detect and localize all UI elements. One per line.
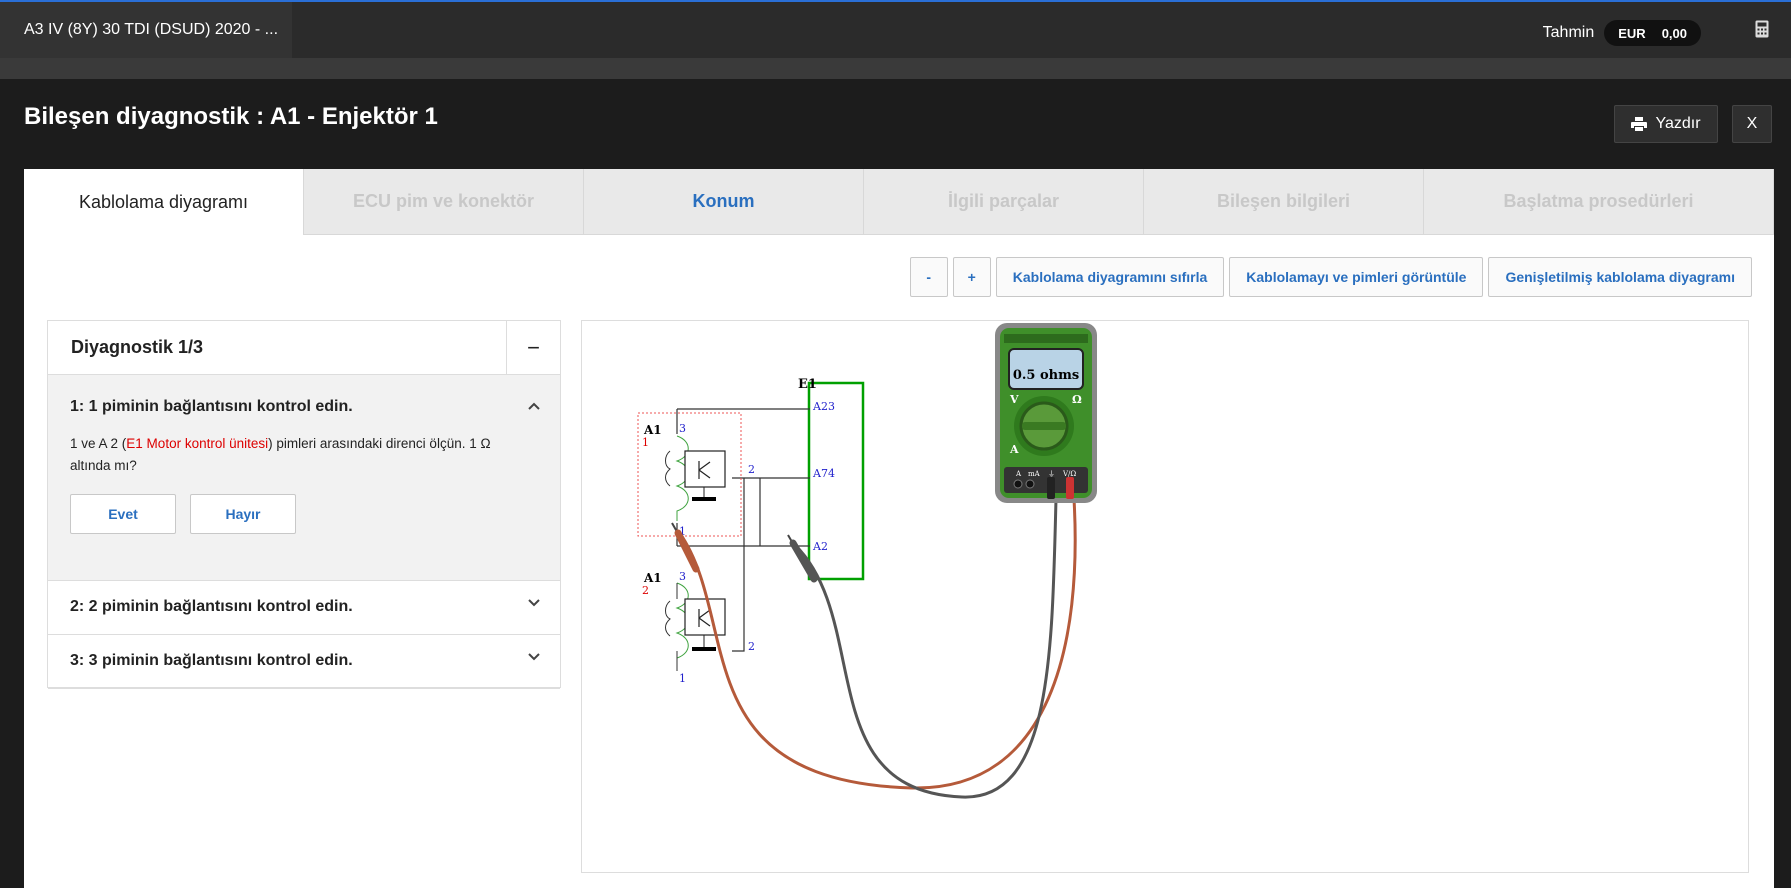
estimate-widget[interactable]: Tahmin EUR 0,00	[1543, 20, 1701, 46]
currency: EUR	[1618, 25, 1646, 41]
diagnostic-title: Diyagnostik 1/3	[71, 337, 204, 357]
black-probe-lead	[793, 498, 1058, 799]
tab-location[interactable]: Konum	[584, 169, 864, 235]
print-button[interactable]: Yazdır	[1614, 105, 1718, 143]
chevron-down-icon[interactable]	[528, 653, 540, 661]
diagnostic-step-1[interactable]: 1: 1 piminin bağlantısını kontrol edin. …	[48, 375, 560, 581]
pin1-label-2: 1	[679, 672, 686, 685]
estimate-label: Tahmin	[1542, 24, 1595, 41]
meter-a-label: A	[1009, 443, 1019, 456]
yes-button[interactable]: Evet	[70, 494, 176, 534]
jack-vo-label: V/Ω	[1062, 470, 1076, 478]
jack-com-label: ⏚	[1048, 470, 1055, 478]
chevron-down-icon[interactable]	[528, 599, 540, 607]
reset-diagram-button[interactable]: Kablolama diyagramını sıfırla	[995, 257, 1225, 297]
comp1-index: 1	[642, 436, 649, 449]
wiring-diagram-canvas[interactable]: E1 A23 A74 A2 A1	[581, 320, 1749, 873]
tab-ecu-pins[interactable]: ECU pim ve konektör	[304, 169, 584, 235]
ecu-link[interactable]: E1 Motor kontrol ünitesi	[126, 436, 269, 451]
ecu-pin-a2: A2	[812, 540, 828, 553]
print-label: Yazdır	[1655, 115, 1701, 132]
injector-2[interactable]: A1 2 3 2 1	[642, 570, 755, 685]
wires	[676, 408, 810, 652]
tab-bar: Kablolama diyagramı ECU pim ve konektör …	[24, 169, 1774, 235]
zoom-in-button[interactable]: +	[952, 257, 991, 297]
comp2-label: A1	[643, 571, 662, 585]
tab-wiring-diagram[interactable]: Kablolama diyagramı	[24, 169, 304, 235]
pin2-label-2: 2	[748, 640, 755, 653]
comp2-index: 2	[642, 584, 649, 597]
tab-startup-procedures[interactable]: Başlatma prosedürleri	[1424, 169, 1774, 235]
red-probe-tip[interactable]	[671, 522, 700, 573]
meter-ohm-label: Ω	[1072, 393, 1082, 406]
tab-related-parts[interactable]: İlgili parçalar	[864, 169, 1144, 235]
pin2-label: 2	[748, 463, 755, 476]
meter-v-label: V	[1009, 393, 1019, 406]
multimeter[interactable]: 0.5 ohms V Ω A A mA ⏚ V/Ω	[995, 323, 1097, 503]
pin3-label-2: 3	[679, 570, 686, 583]
extended-diagram-button[interactable]: Genişletilmiş kablolama diyagramı	[1488, 257, 1752, 297]
comp1-label: A1	[643, 423, 662, 437]
vehicle-tab[interactable]: A3 IV (8Y) 30 TDI (DSUD) 2020 - ...	[0, 2, 292, 58]
diagnostic-step-2[interactable]: 2: 2 piminin bağlantısını kontrol edin.	[48, 581, 560, 635]
ecu-pin-a23: A23	[812, 400, 835, 413]
diagnostic-step-3[interactable]: 3: 3 piminin bağlantısını kontrol edin.	[48, 635, 560, 689]
pin3-label: 3	[679, 422, 686, 435]
chevron-up-icon[interactable]	[528, 402, 540, 410]
diagnostic-header: Diyagnostik 1/3 −	[48, 321, 560, 375]
step-title[interactable]: 3: 3 piminin bağlantısını kontrol edin.	[70, 652, 353, 669]
wiring-diagram-svg[interactable]: E1 A23 A74 A2 A1	[582, 321, 1748, 872]
show-wiring-pins-button[interactable]: Kablolamayı ve pimleri görüntüle	[1229, 257, 1484, 297]
component-diagnostic-modal: Bileşen diyagnostik : A1 - Enjektör 1 Ya…	[0, 79, 1791, 888]
desc-text-end: ) pimleri arasındaki direnci ölçün. 1 Ω …	[70, 436, 491, 473]
printer-icon	[1631, 117, 1648, 131]
ecu-label: E1	[798, 377, 817, 392]
diagnostic-panel: Diyagnostik 1/3 − 1: 1 piminin bağlantıs…	[47, 320, 561, 689]
close-button[interactable]: X	[1732, 105, 1772, 143]
zoom-out-button[interactable]: -	[909, 257, 948, 297]
step-title[interactable]: 1: 1 piminin bağlantısını kontrol edin.	[70, 398, 353, 415]
black-probe-tip[interactable]	[787, 534, 818, 583]
diagram-toolbar: - + Kablolama diyagramını sıfırla Kablol…	[909, 257, 1752, 297]
desc-text: 1 ve A 2 (	[70, 436, 127, 451]
step-description: 1 ve A 2 (E1 Motor kontrol ünitesi) piml…	[70, 433, 530, 477]
content-panel: Kablolama diyagramı ECU pim ve konektör …	[24, 169, 1774, 888]
red-probe-lead	[677, 498, 1077, 790]
ecu-e1[interactable]: E1 A23 A74 A2	[798, 377, 865, 581]
collapse-toggle[interactable]: −	[506, 321, 560, 374]
calculator-icon[interactable]	[1755, 20, 1769, 38]
top-bar: A3 IV (8Y) 30 TDI (DSUD) 2020 - ... Tahm…	[0, 0, 1791, 58]
header-strip	[0, 58, 1791, 79]
estimate-pill[interactable]: EUR 0,00	[1604, 20, 1701, 46]
pin1-label: 1	[679, 525, 686, 538]
jack-ma-label: mA	[1028, 470, 1041, 478]
tab-component-info[interactable]: Bileşen bilgileri	[1144, 169, 1424, 235]
meter-display: 0.5 ohms	[1013, 368, 1079, 383]
injector-1[interactable]: A1 1 3 2 1	[637, 412, 755, 538]
jack-a-label: A	[1015, 470, 1022, 478]
estimate-amount: 0,00	[1661, 25, 1687, 41]
modal-title: Bileşen diyagnostik : A1 - Enjektör 1	[24, 103, 438, 130]
step-title[interactable]: 2: 2 piminin bağlantısını kontrol edin.	[70, 598, 353, 615]
ecu-pin-a74: A74	[812, 467, 835, 480]
no-button[interactable]: Hayır	[190, 494, 296, 534]
